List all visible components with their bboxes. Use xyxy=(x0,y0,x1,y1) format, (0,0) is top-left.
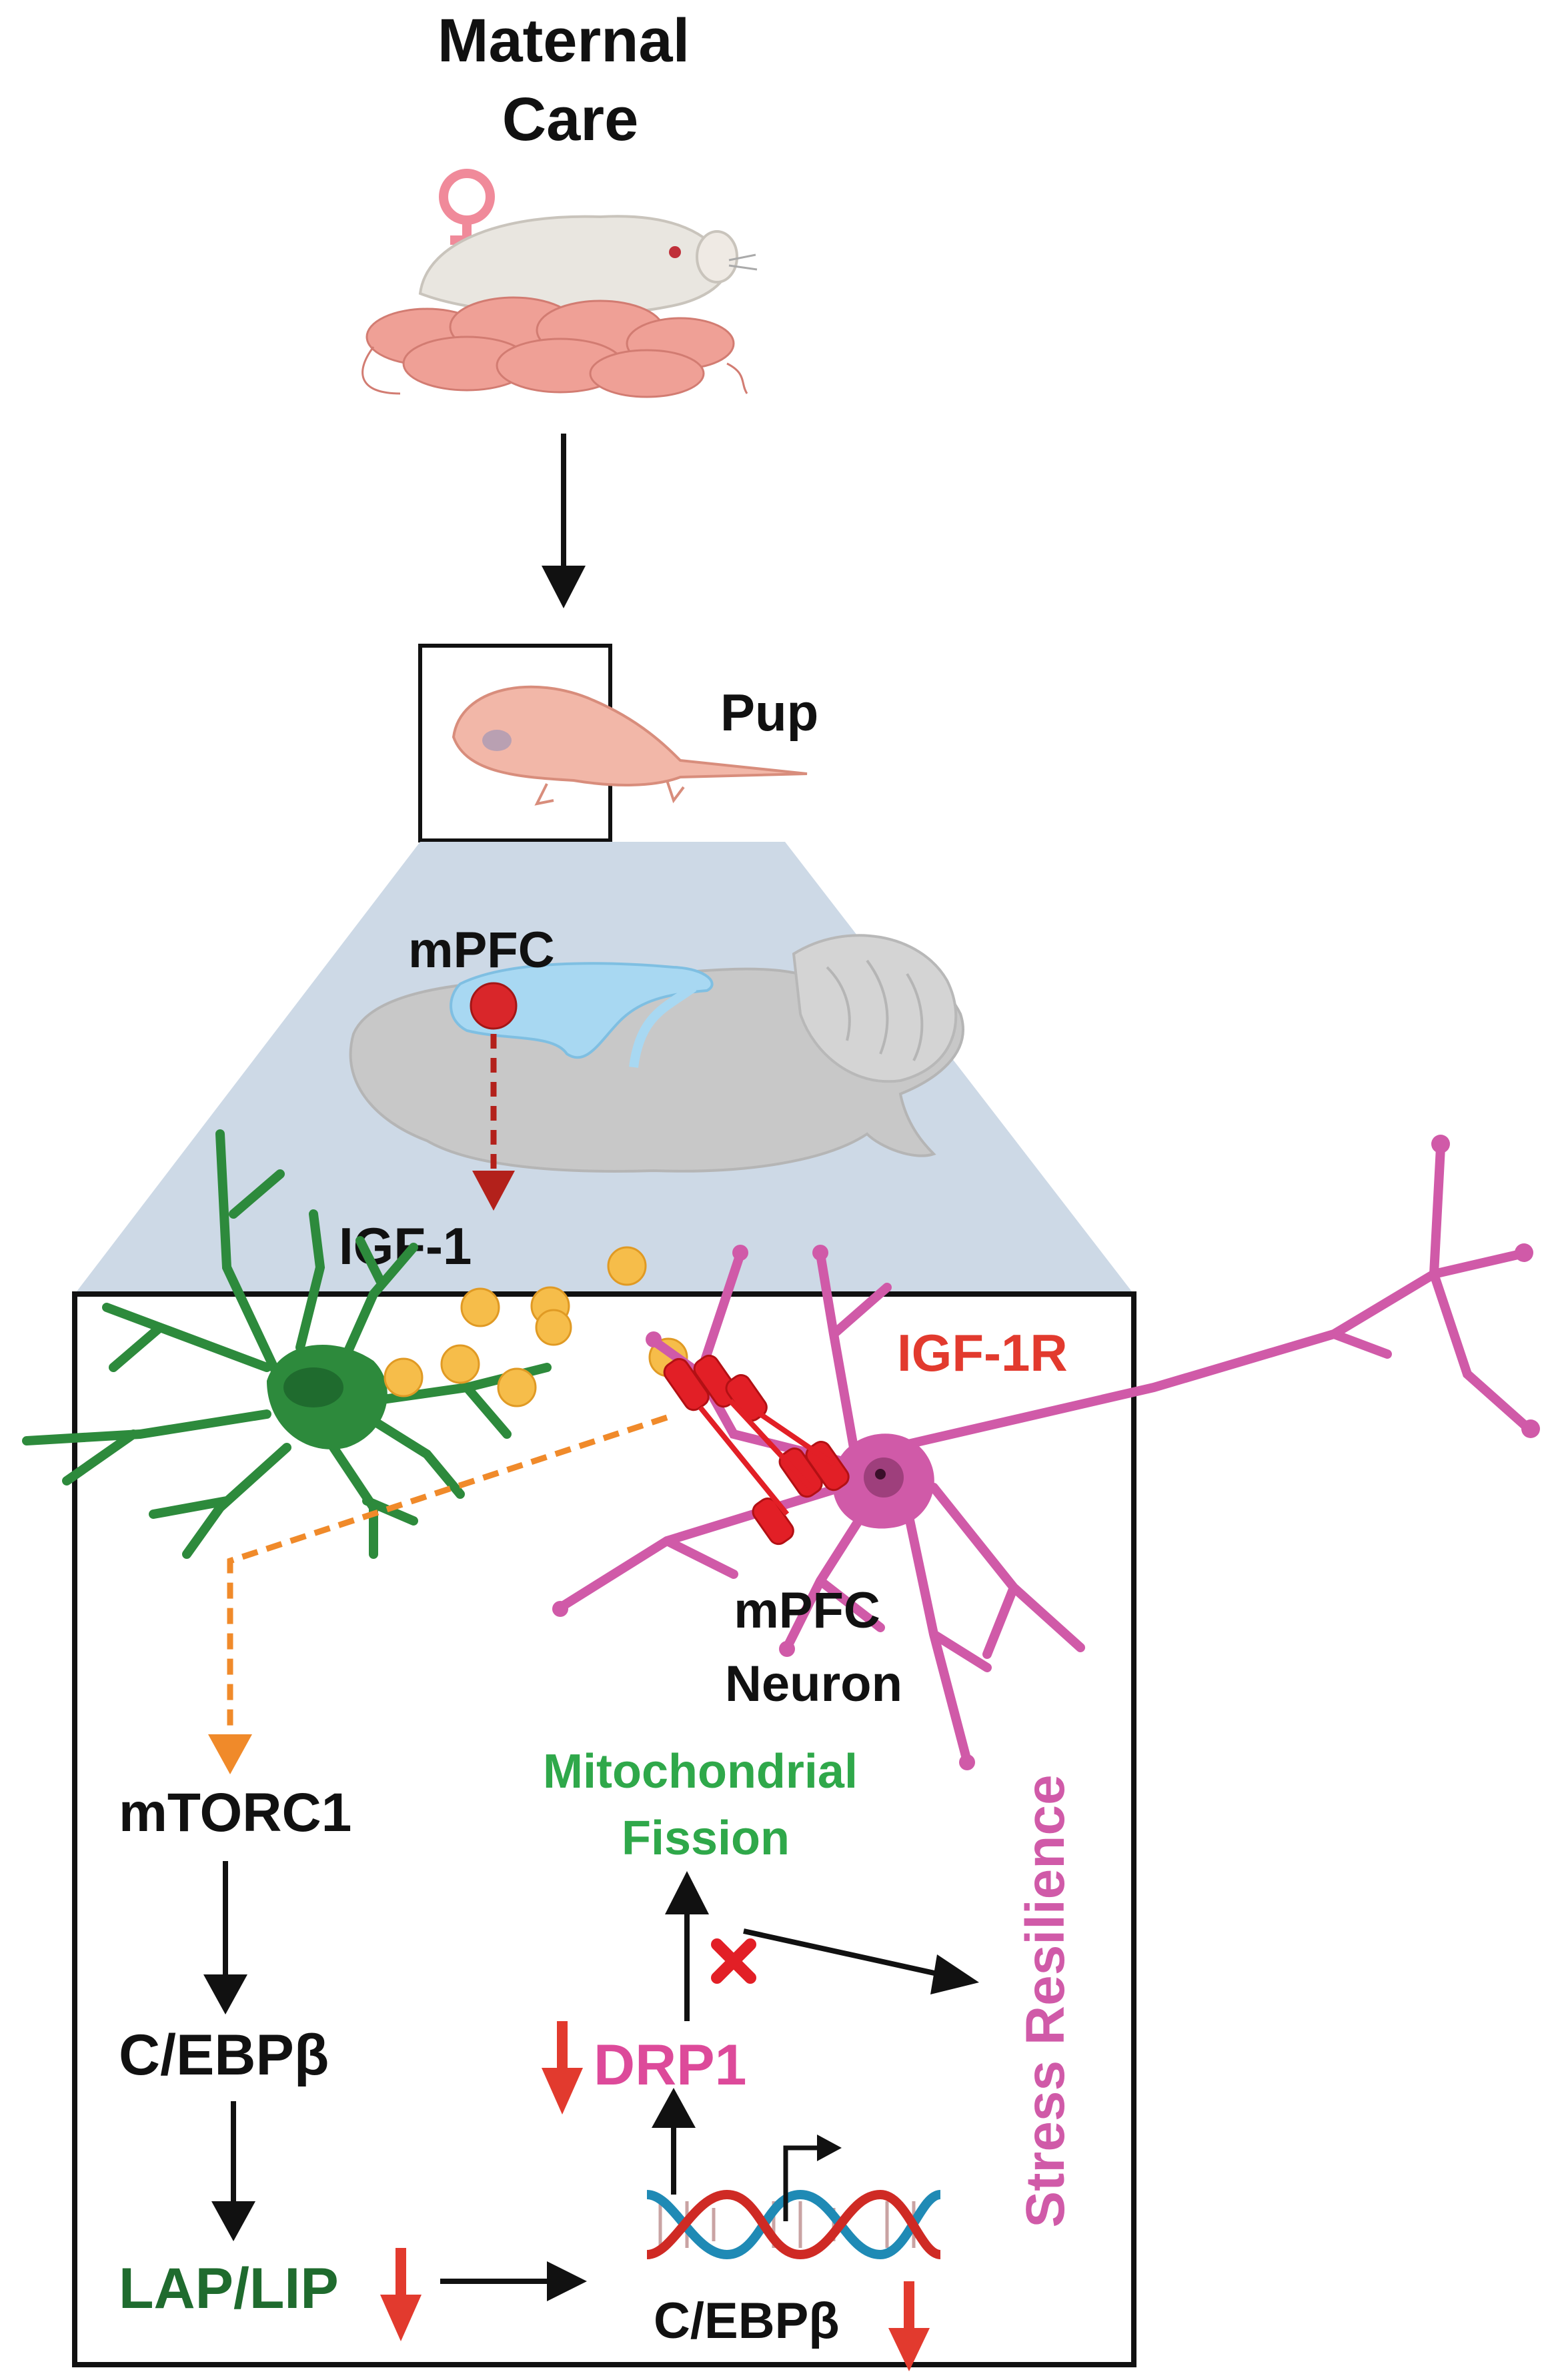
pup-label: Pup xyxy=(720,683,818,742)
cebpb-protein-label: C/EBPβ xyxy=(119,2023,329,2087)
mitochondrial-fission-line2: Fission xyxy=(622,1812,790,1865)
mouse-pup-icon xyxy=(452,685,808,806)
cebpb-gene-label: C/EBPβ xyxy=(654,2293,840,2349)
inhibition-x-icon xyxy=(711,1938,756,1984)
lap-lip-down-arrow-icon xyxy=(380,2248,422,2341)
arrow-to-stress-resilience-head xyxy=(930,1954,979,1994)
mpfc-neuron-label-line1: mPFC xyxy=(734,1582,880,1639)
neuron-nucleolus xyxy=(875,1469,886,1479)
arrow-laplip-to-gene-head xyxy=(547,2261,587,2301)
astrocyte-nucleus xyxy=(283,1367,343,1407)
drp1-label: DRP1 xyxy=(594,2033,746,2097)
neuron-dendrite-tips xyxy=(552,1135,1540,1770)
igf1r-receptor-chain xyxy=(698,1399,836,1516)
arrow-to-stress-resilience xyxy=(743,1928,941,1977)
mpfc-label: mPFC xyxy=(408,922,555,979)
pups-litter-icon xyxy=(361,296,748,398)
maternal-care-title-line2: Care xyxy=(502,85,639,153)
mechanism-box xyxy=(72,1291,1136,2367)
mitochondrial-fission-line1: Mitochondrial xyxy=(543,1745,858,1798)
drp1-down-arrow-icon xyxy=(542,2021,583,2115)
arrow-mpfc-to-igf1-head xyxy=(472,1171,515,1211)
transcription-start-icon xyxy=(783,2145,820,2221)
mpfc-region-marker xyxy=(470,982,518,1030)
lap-lip-label: LAP/LIP xyxy=(119,2257,339,2321)
igf1r-receptor-icon xyxy=(663,1354,850,1546)
stress-resilience-label: Stress Resilience xyxy=(1015,1774,1076,2227)
arrow-cebpb-to-laplip-head xyxy=(211,2201,255,2241)
mouse-mother-icon xyxy=(418,215,758,316)
dna-helix-icon xyxy=(646,2189,942,2260)
transcription-start-head xyxy=(817,2135,842,2161)
arrow-igf1r-to-mtorc1-head xyxy=(208,1734,252,1774)
arrow-maternal-to-pup-head xyxy=(542,566,586,608)
maternal-care-title-line1: Maternal xyxy=(438,7,690,75)
arrow-igf1r-to-mtorc1 xyxy=(227,1414,668,1734)
cebpb-gene-down-arrow-icon xyxy=(888,2281,930,2371)
mtorc1-label: mTORC1 xyxy=(119,1782,351,1843)
arrow-gene-to-drp1-head xyxy=(652,2088,696,2128)
mpfc-neuron-label-line2: Neuron xyxy=(725,1656,902,1712)
arrow-drp1-to-fission-head xyxy=(665,1871,709,1914)
arrow-mtorc1-to-cebpb-head xyxy=(203,1974,247,2014)
igf1r-label: IGF-1R xyxy=(897,1323,1068,1382)
